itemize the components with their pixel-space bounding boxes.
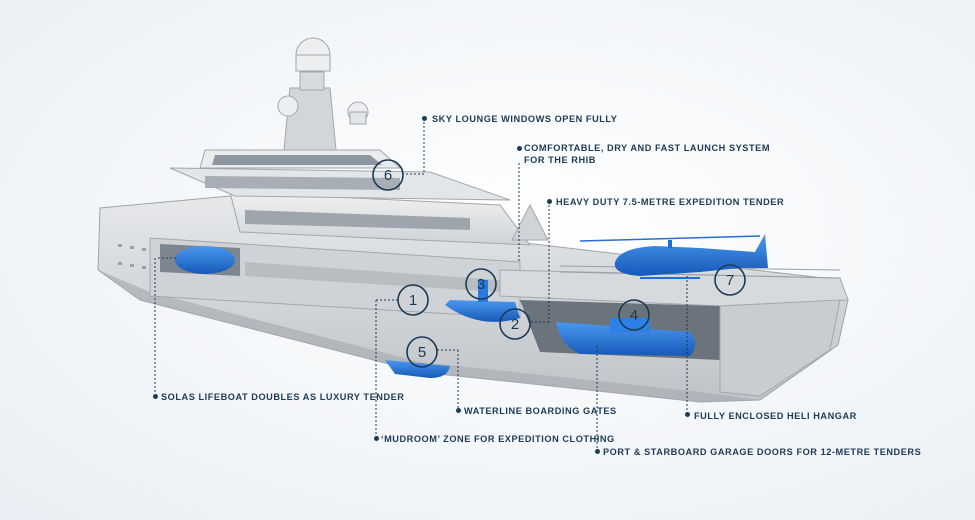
marker-circle-7 <box>714 264 746 296</box>
marker-circle-2 <box>499 308 531 340</box>
marker-circle-5 <box>406 336 438 368</box>
callout-dot <box>685 412 690 417</box>
callout-dot <box>374 436 379 441</box>
radome-left <box>277 95 299 117</box>
callout-garage-doors: PORT & STARBOARD GARAGE DOORS FOR 12-MET… <box>603 447 922 457</box>
callout-mudroom: ‘MUDROOM’ ZONE FOR EXPEDITION CLOTHING <box>381 434 615 444</box>
marker-7: 7 <box>726 272 734 289</box>
callout-dot <box>595 449 600 454</box>
callout-launch-system: COMFORTABLE, DRY AND FAST LAUNCH SYSTEM … <box>524 143 771 165</box>
marker-1: 1 <box>409 292 417 309</box>
callout-dot <box>422 116 427 121</box>
callout-heli-hangar: FULLY ENCLOSED HELI HANGAR <box>694 411 857 421</box>
marker-circle-6 <box>372 159 404 191</box>
marker-4: 4 <box>630 307 638 324</box>
callout-dot <box>547 199 552 204</box>
callout-sky-lounge: SKY LOUNGE WINDOWS OPEN FULLY <box>432 114 618 124</box>
expedition-tender <box>556 322 695 356</box>
marker-3: 3 <box>477 276 485 293</box>
callout-waterline-gates: WATERLINE BOARDING GATES <box>464 406 617 416</box>
callout-dot <box>153 394 158 399</box>
marker-5: 5 <box>418 344 426 361</box>
marker-circle-4 <box>618 299 650 331</box>
callout-dot <box>517 146 522 151</box>
marker-circle-1 <box>397 284 429 316</box>
callout-dot <box>456 408 461 413</box>
callout-solas-lifeboat: SOLAS LIFEBOAT DOUBLES AS LUXURY TENDER <box>161 392 405 402</box>
solas-lifeboat <box>175 246 235 274</box>
callout-expedition-tender: HEAVY DUTY 7.5-METRE EXPEDITION TENDER <box>556 197 785 207</box>
marker-circle-3 <box>465 268 497 300</box>
marker-2: 2 <box>511 316 519 333</box>
marker-6: 6 <box>384 167 392 184</box>
waterline-tender <box>385 360 450 378</box>
